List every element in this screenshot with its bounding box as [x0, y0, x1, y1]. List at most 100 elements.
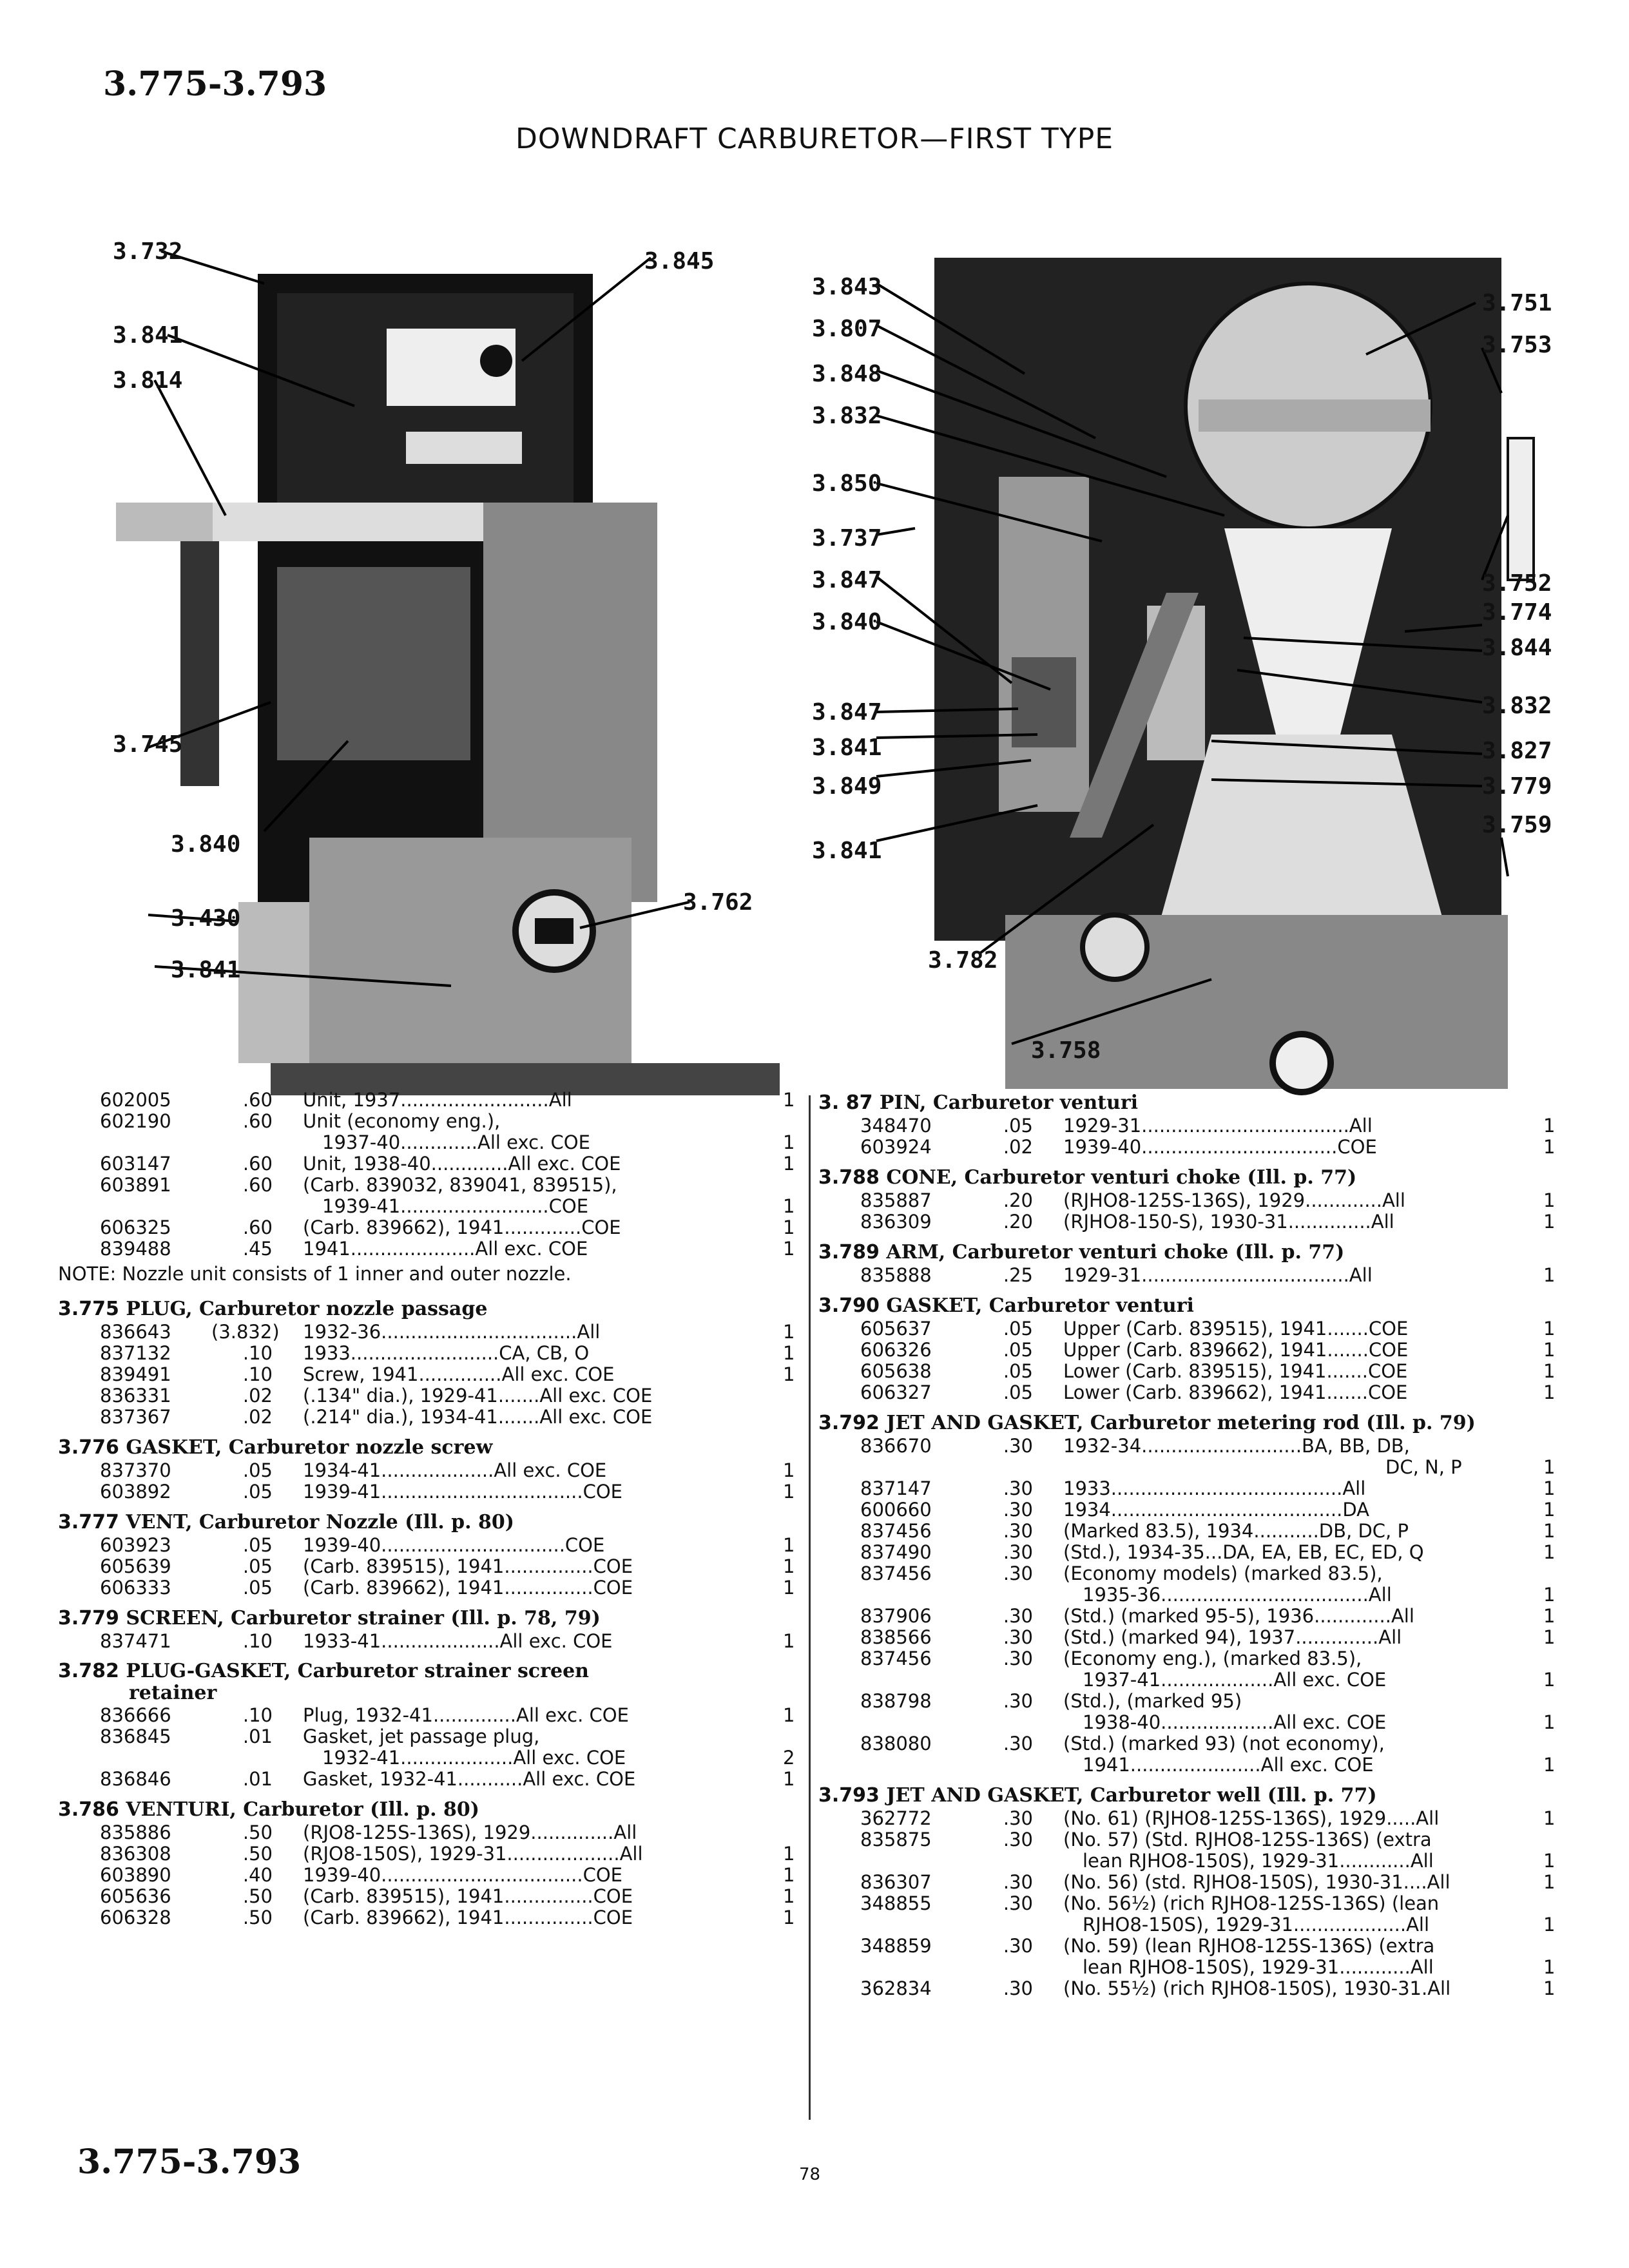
- callout-3-807: 3.807: [812, 316, 882, 342]
- page-range-footer: 3.775-3.793: [77, 2142, 302, 2182]
- callout-3-758: 3.758: [1031, 1037, 1101, 1064]
- list-item: 837367.02(.214" dia.), 1934-41.......All…: [100, 1406, 653, 1428]
- section-heading: 3. 87 PIN, Carburetor venturi: [818, 1091, 1139, 1114]
- callout-3-841-b: 3.841: [812, 838, 882, 864]
- section-heading: 3.782 PLUG-GASKET, Carburetor strainer s…: [58, 1660, 589, 1704]
- callout-3-847: 3.847: [812, 567, 882, 593]
- list-item: 838798.30(Std.), (marked 95): [860, 1690, 1242, 1712]
- callout-3-745: 3.745: [113, 731, 183, 758]
- callout-3-827: 3.827: [1482, 738, 1552, 764]
- callout-3-832: 3.832: [812, 403, 882, 429]
- list-item: 605639.05(Carb. 839515), 1941...........…: [100, 1555, 795, 1577]
- list-item: 837456.30(Economy eng.), (marked 83.5),: [860, 1648, 1362, 1669]
- callout-3-753: 3.753: [1482, 332, 1552, 358]
- callout-3-843: 3.843: [812, 274, 882, 300]
- callout-3-751: 3.751: [1482, 290, 1552, 316]
- callout-3-841: 3.841: [113, 322, 183, 349]
- list-item: 362772.30(No. 61) (RJHO8-125S-136S), 192…: [860, 1807, 1556, 1829]
- list-item: 1935-36.................................…: [1083, 1584, 1556, 1606]
- callout-3-430: 3.430: [171, 905, 241, 932]
- list-item: 836307.30(No. 56) (std. RJHO8-150S), 193…: [860, 1871, 1556, 1893]
- list-item: 606333.05(Carb. 839662), 1941...........…: [100, 1577, 795, 1599]
- list-item: 835875.30(No. 57) (Std. RJHO8-125S-136S)…: [860, 1829, 1432, 1850]
- callout-3-759: 3.759: [1482, 812, 1552, 838]
- page-number: 78: [799, 2165, 821, 2184]
- column-divider: [809, 1095, 811, 2120]
- list-item: 835887.20(RJHO8-125S-136S), 1929........…: [860, 1189, 1556, 1211]
- callout-3-840: 3.840: [812, 609, 882, 635]
- callout-3-732: 3.732: [113, 238, 183, 265]
- callout-3-845: 3.845: [644, 248, 715, 274]
- callout-3-779: 3.779: [1482, 773, 1552, 800]
- callout-3-814: 3.814: [113, 367, 183, 394]
- callout-3-841-b: 3.841: [171, 957, 241, 983]
- leader-lines-right: [875, 282, 1509, 1045]
- note: NOTE: Nozzle unit consists of 1 inner an…: [58, 1263, 572, 1285]
- section-heading: 3.790 GASKET, Carburetor venturi: [818, 1294, 1194, 1317]
- section-heading: 3.789 ARM, Carburetor venturi choke (Ill…: [818, 1241, 1345, 1264]
- callout-3-782: 3.782: [928, 947, 998, 974]
- section-heading: 3.786 VENTURI, Carburetor (Ill. p. 80): [58, 1798, 479, 1821]
- leader-lines-left: [148, 250, 690, 987]
- section-heading: 3.777 VENT, Carburetor Nozzle (Ill. p. 8…: [58, 1511, 514, 1533]
- list-item: 606328.50(Carb. 839662), 1941...........…: [100, 1907, 795, 1928]
- callout-3-850: 3.850: [812, 470, 882, 497]
- list-item: 835886.50(RJO8-125S-136S), 1929.........…: [100, 1821, 637, 1843]
- list-item: 836643(3.832)1932-36....................…: [100, 1321, 795, 1343]
- callout-3-841: 3.841: [812, 735, 882, 761]
- list-item: 603891.60(Carb. 839032, 839041, 839515),: [100, 1174, 617, 1196]
- callout-3-774: 3.774: [1482, 599, 1552, 626]
- list-item: 836331.02(.134" dia.), 1929-41.......All…: [100, 1385, 653, 1407]
- list-item: 838566.30(Std.) (marked 94), 1937.......…: [860, 1626, 1556, 1648]
- list-item: 362834.30(No. 55½) (rich RJHO8-150S), 19…: [860, 1977, 1556, 1999]
- callout-3-832-b: 3.832: [1482, 693, 1552, 719]
- page-range-header: 3.775-3.793: [103, 64, 327, 104]
- section-heading: 3.793 JET AND GASKET, Carburetor well (I…: [818, 1784, 1377, 1807]
- list-item: lean RJHO8-150S), 1929-31............All…: [1083, 1956, 1556, 1978]
- callout-3-752: 3.752: [1482, 570, 1552, 597]
- list-item: 348859.30(No. 59) (lean RJHO8-125S-136S)…: [860, 1935, 1435, 1957]
- list-item: 837456.30(Marked 83.5), 1934...........D…: [860, 1520, 1556, 1542]
- list-item: 837456.30(Economy models) (marked 83.5),: [860, 1562, 1383, 1584]
- section-heading: 3.776 GASKET, Carburetor nozzle screw: [58, 1436, 493, 1459]
- section-heading: 3.792 JET AND GASKET, Carburetor meterin…: [818, 1412, 1476, 1434]
- callout-3-844: 3.844: [1482, 635, 1552, 661]
- section-heading: 3.788 CONE, Carburetor venturi choke (Il…: [818, 1166, 1357, 1189]
- section-heading: 3.779 SCREEN, Carburetor strainer (Ill. …: [58, 1607, 601, 1629]
- callout-3-848: 3.848: [812, 361, 882, 387]
- carburetor-cutaway-right: [875, 258, 1535, 1095]
- list-item: 348855.30(No. 56½) (rich RJHO8-125S-136S…: [860, 1892, 1440, 1914]
- list-item: 836309.20(RJHO8-150-S), 1930-31.........…: [860, 1211, 1556, 1233]
- callout-3-840: 3.840: [171, 831, 241, 858]
- list-item: 837906.30(Std.) (marked 95-5), 1936.....…: [860, 1605, 1556, 1627]
